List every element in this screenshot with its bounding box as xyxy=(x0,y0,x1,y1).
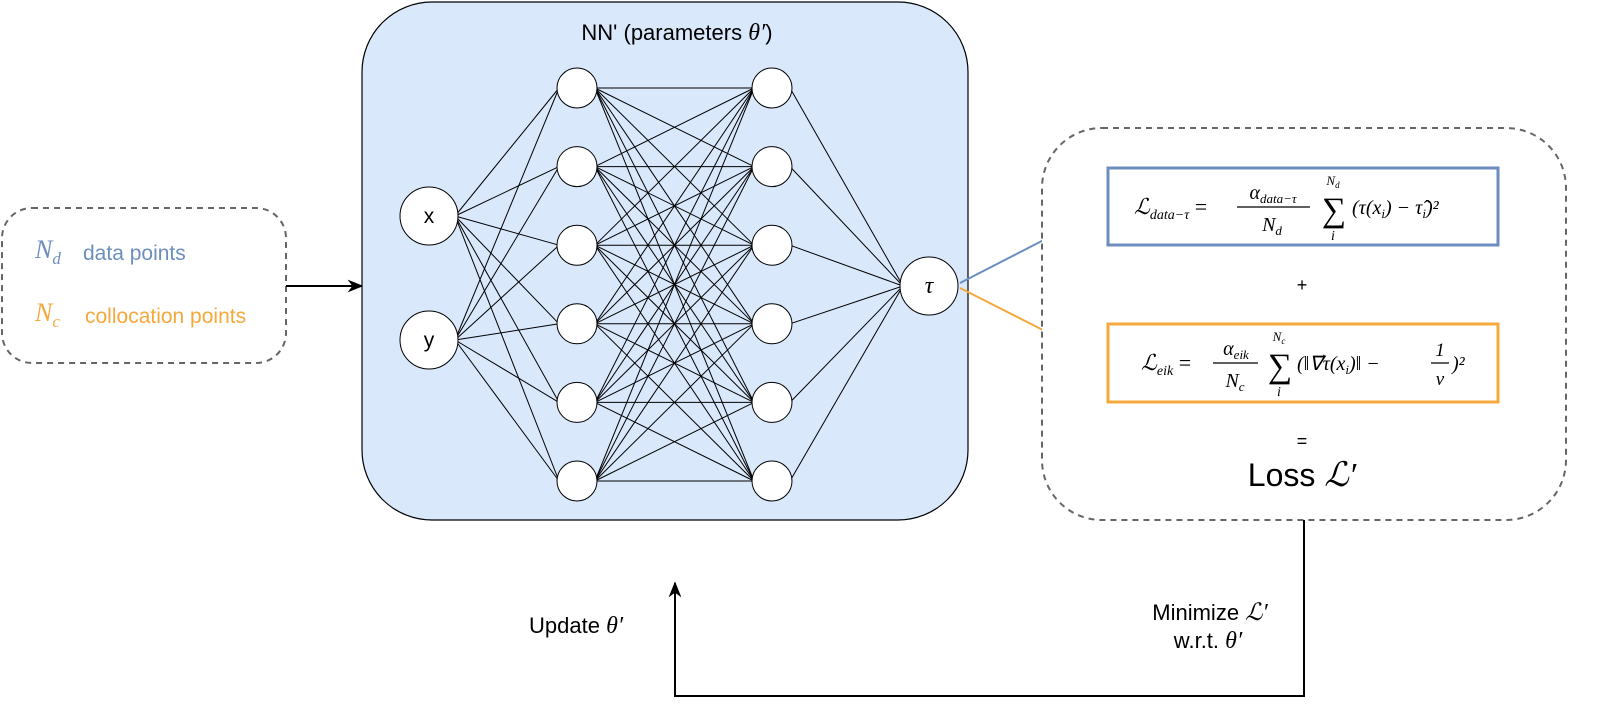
output-node-tau xyxy=(899,256,959,316)
network-edge xyxy=(594,166,755,482)
eikonal-loss-sigma: ∑ xyxy=(1268,348,1292,385)
network-edge xyxy=(594,323,755,482)
input-node-x-label: x xyxy=(424,205,435,228)
network-edge xyxy=(594,87,755,482)
hidden-node-l1-4 xyxy=(556,303,598,345)
eikonal-loss-coef-numerator: αeik xyxy=(1223,338,1249,362)
feedback-loop-arrow xyxy=(668,520,1305,697)
eikonal-loss-sum-bottom: i xyxy=(1277,385,1281,400)
network-edge xyxy=(789,244,904,287)
input-node-x xyxy=(399,186,459,246)
network-edge xyxy=(594,87,755,168)
network-edge xyxy=(789,166,904,287)
network-edge xyxy=(454,87,560,341)
network-edge xyxy=(789,285,904,325)
network-nodes: x y τ xyxy=(399,67,959,502)
output-node-tau-label: τ xyxy=(925,273,935,299)
hidden-node-l1-1 xyxy=(556,67,598,109)
minimize-label-line1: Minimize ℒ′ xyxy=(1152,600,1268,626)
network-edge xyxy=(454,339,560,403)
total-loss: Loss ℒ′ xyxy=(1248,457,1357,494)
network-edge xyxy=(454,166,560,341)
network-edge xyxy=(594,87,755,325)
data-loss-body: (τ(xi) − τ̂i)² xyxy=(1352,197,1440,221)
data-loss-sum-top: Nd xyxy=(1325,173,1340,190)
hidden-node-l2-4 xyxy=(751,303,793,345)
eikonal-loss-coef-denominator: Nc xyxy=(1224,370,1244,394)
hidden-node-l1-6 xyxy=(556,460,598,502)
hidden-node-l2-2 xyxy=(751,146,793,188)
hidden-node-l1-3 xyxy=(556,224,598,266)
network-edge xyxy=(454,215,560,403)
eikonal-loss-lhs: ℒeik = xyxy=(1141,350,1191,379)
data-loss-lhs: ℒdata−τ = xyxy=(1134,194,1207,223)
eikonal-loss-body-end: )² xyxy=(1451,353,1466,375)
minimize-label-line2: w.r.t. θ′ xyxy=(1173,628,1243,654)
network-edge xyxy=(454,215,560,482)
data-loss-term: ℒdata−τ = αdata−τ Nd Nd ∑ i (τ(xi) − τ̂i… xyxy=(1106,166,1500,247)
input-node-y xyxy=(399,310,459,370)
network-edge xyxy=(594,244,755,482)
hidden-node-l1-2 xyxy=(556,146,598,188)
network-edge xyxy=(789,285,904,403)
network-edge xyxy=(454,244,560,341)
network-edge xyxy=(789,87,904,287)
network-box: NN' (parameters θ′) x y τ xyxy=(361,1,969,521)
data-loss-sigma: ∑ xyxy=(1322,192,1346,229)
eikonal-loss-frac-denominator: v xyxy=(1436,369,1445,390)
hidden-node-l1-5 xyxy=(556,381,598,423)
collocation-points-symbol: Nc xyxy=(34,298,60,331)
network-edge xyxy=(454,87,560,217)
hidden-node-l2-3 xyxy=(751,224,793,266)
input-node-y-label: y xyxy=(424,329,435,352)
network-edge xyxy=(454,215,560,246)
update-label: Update θ′ xyxy=(529,613,624,639)
data-loss-coef-numerator: αdata−τ xyxy=(1249,182,1297,206)
hidden-node-l2-5 xyxy=(751,381,793,423)
eikonal-loss-term: ℒeik = αeik Nc Nc ∑ i (‖∇⃗τ(xi)‖ − 1 v )… xyxy=(1106,322,1500,404)
equals-sign: = xyxy=(1297,431,1308,451)
collocation-points-label: collocation points xyxy=(85,305,246,328)
inputs-box-frame xyxy=(1,207,287,364)
eikonal-loss-sum-top: Nc xyxy=(1272,329,1286,346)
data-points-label: data points xyxy=(83,242,186,265)
data-points-symbol: Nd xyxy=(34,235,61,268)
hidden-node-l2-6 xyxy=(751,460,793,502)
network-title: NN' (parameters θ′) xyxy=(581,20,772,46)
network-edge xyxy=(454,215,560,325)
network-edge xyxy=(594,87,755,403)
eikonal-loss-frac-numerator: 1 xyxy=(1435,340,1445,361)
plus-sign: + xyxy=(1297,275,1308,295)
network-edge xyxy=(454,166,560,217)
data-loss-coef-denominator: Nd xyxy=(1261,214,1282,238)
network-edge xyxy=(455,323,560,341)
data-loss-sum-bottom: i xyxy=(1331,229,1335,244)
network-edge xyxy=(454,339,560,482)
network-edge xyxy=(594,401,755,482)
loss-box: ℒdata−τ = αdata−τ Nd Nd ∑ i (τ(xi) − τ̂i… xyxy=(1041,127,1567,521)
network-edge xyxy=(594,87,755,246)
network-edge xyxy=(789,285,904,482)
network-edges xyxy=(454,87,904,482)
eikonal-loss-body: (‖∇⃗τ(xi)‖ − xyxy=(1297,353,1380,377)
inputs-box: Nd data points Nc collocation points xyxy=(1,207,287,364)
hidden-node-l2-1 xyxy=(751,67,793,109)
